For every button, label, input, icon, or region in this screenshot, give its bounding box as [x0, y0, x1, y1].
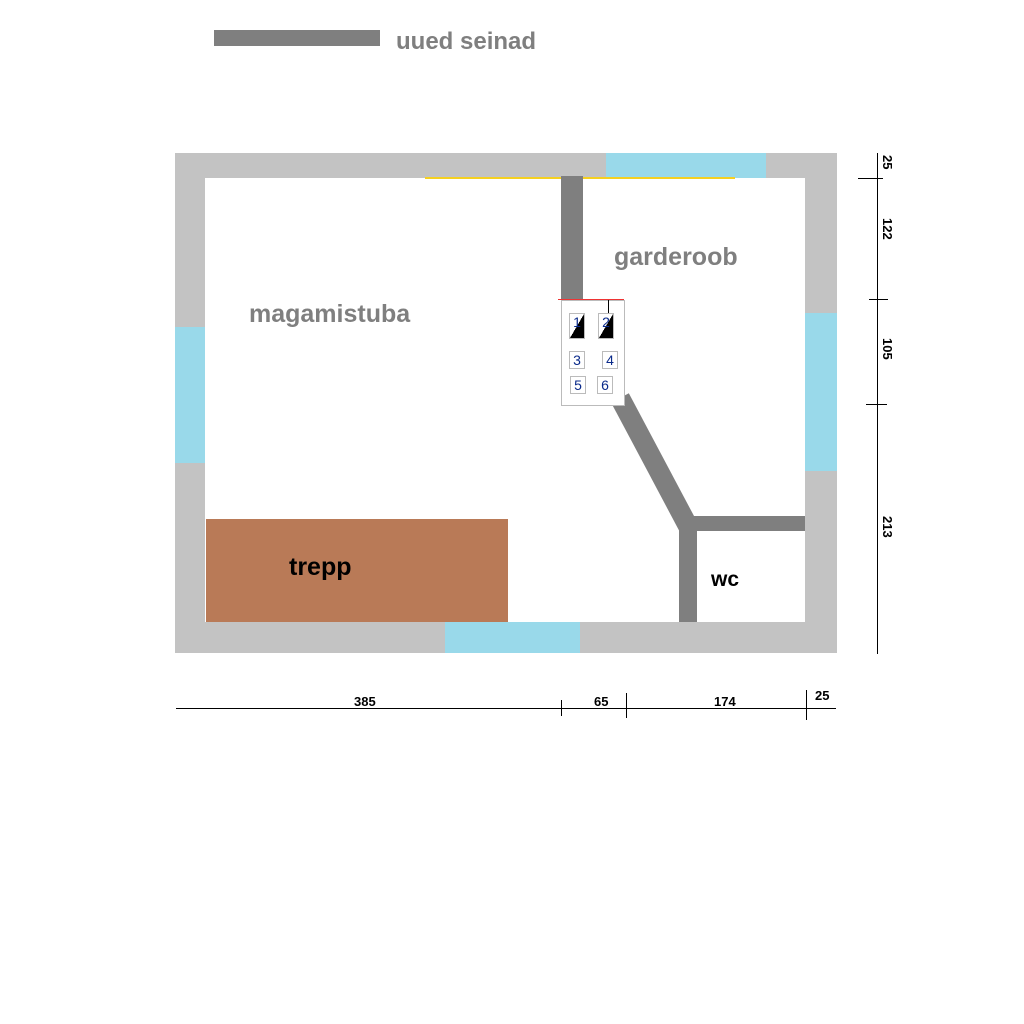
dim-tick: [806, 690, 807, 720]
dim-h-1: 385: [354, 694, 376, 709]
dim-line-horizontal: [176, 708, 836, 709]
dim-tick: [561, 700, 562, 716]
fixture-6: 6: [597, 376, 613, 394]
dim-tick: [869, 299, 888, 300]
window-top: [606, 153, 766, 178]
dim-v-2: 122: [880, 218, 895, 240]
dim-tick: [626, 693, 627, 718]
black-line: [608, 300, 609, 314]
stairs-label: trepp: [289, 553, 352, 581]
new-wall-wc-top: [688, 516, 805, 531]
legend-label: uued seinad: [396, 28, 537, 55]
fixture-4: 4: [602, 351, 618, 369]
dim-v-4: 213: [880, 516, 895, 538]
window-left: [175, 327, 205, 463]
room-label-wc: wc: [711, 568, 740, 591]
fixture-5: 5: [570, 376, 586, 394]
dim-h-4: 25: [815, 688, 830, 703]
dim-h-3: 174: [714, 694, 736, 709]
red-line: [558, 299, 624, 300]
dim-h-2: 65: [594, 694, 609, 709]
dim-v-3: 105: [880, 338, 895, 360]
stairs: [206, 519, 508, 622]
window-bottom: [445, 622, 580, 653]
fixture-3: 3: [569, 351, 585, 369]
new-wall-vertical: [561, 176, 583, 300]
dim-v-1: 25: [880, 155, 895, 170]
dim-line-vertical: [877, 153, 878, 654]
window-right: [805, 313, 837, 471]
new-wall-wc-side: [679, 522, 697, 622]
legend-swatch: [214, 30, 380, 46]
room-label-wardrobe: garderoob: [614, 243, 738, 271]
room-label-bedroom: magamistuba: [249, 300, 411, 328]
fixture-2: 2: [598, 313, 614, 339]
dim-tick: [858, 178, 883, 179]
dim-tick: [866, 404, 887, 405]
fixture-1: 1: [569, 313, 585, 339]
